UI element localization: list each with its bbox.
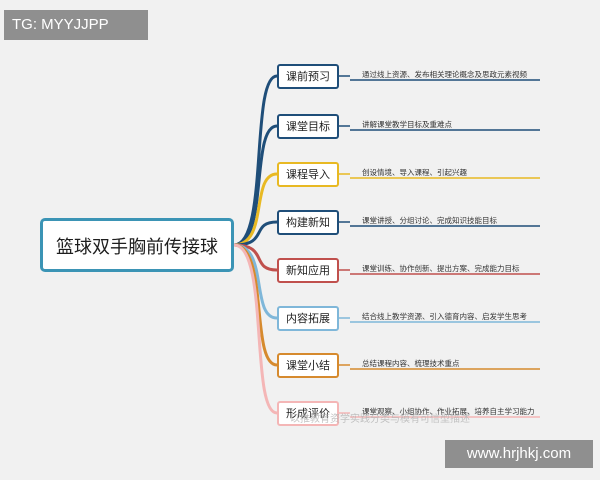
branch-node: 内容拓展 xyxy=(277,306,339,331)
branch-description: 创设情境、导入课程、引起兴趣 xyxy=(362,168,467,177)
branch-node: 构建新知 xyxy=(277,210,339,235)
branch-connector xyxy=(233,172,278,247)
branch-node: 课堂目标 xyxy=(277,114,339,139)
branch-description: 总结课程内容、梳理技术重点 xyxy=(362,359,460,368)
branch-description: 课堂训练、协作创新、提出方案、完成能力目标 xyxy=(362,264,520,273)
branch-node: 课堂小结 xyxy=(277,353,339,378)
telegram-tag: TG: MYYJJPP xyxy=(4,10,148,40)
watermark-overlay-text: 以推教育资学实践分类与模有可信型描述 xyxy=(290,414,470,425)
branch-node: 课前预习 xyxy=(277,64,339,89)
branch-node: 课程导入 xyxy=(277,162,339,187)
branch-node: 形成评价 xyxy=(277,401,339,426)
branch-connector xyxy=(233,124,278,247)
branch-description: 讲解课堂教学目标及重难点 xyxy=(362,120,452,129)
branch-description: 课堂讲授、分组讨论、完成知识技能目标 xyxy=(362,216,497,225)
branch-connector xyxy=(233,243,278,415)
branch-description: 课堂观察、小组协作、作业拓展、培养自主学习能力 xyxy=(362,407,535,416)
branch-description: 通过线上资源、发布相关理论概念及思政元素视频 xyxy=(362,70,527,79)
branch-node: 新知应用 xyxy=(277,258,339,283)
site-watermark: www.hrjhkj.com xyxy=(445,440,593,468)
root-topic: 篮球双手胸前传接球 xyxy=(40,218,234,272)
branch-description: 结合线上教学资源、引入德育内容、启发学生思考 xyxy=(362,312,527,321)
